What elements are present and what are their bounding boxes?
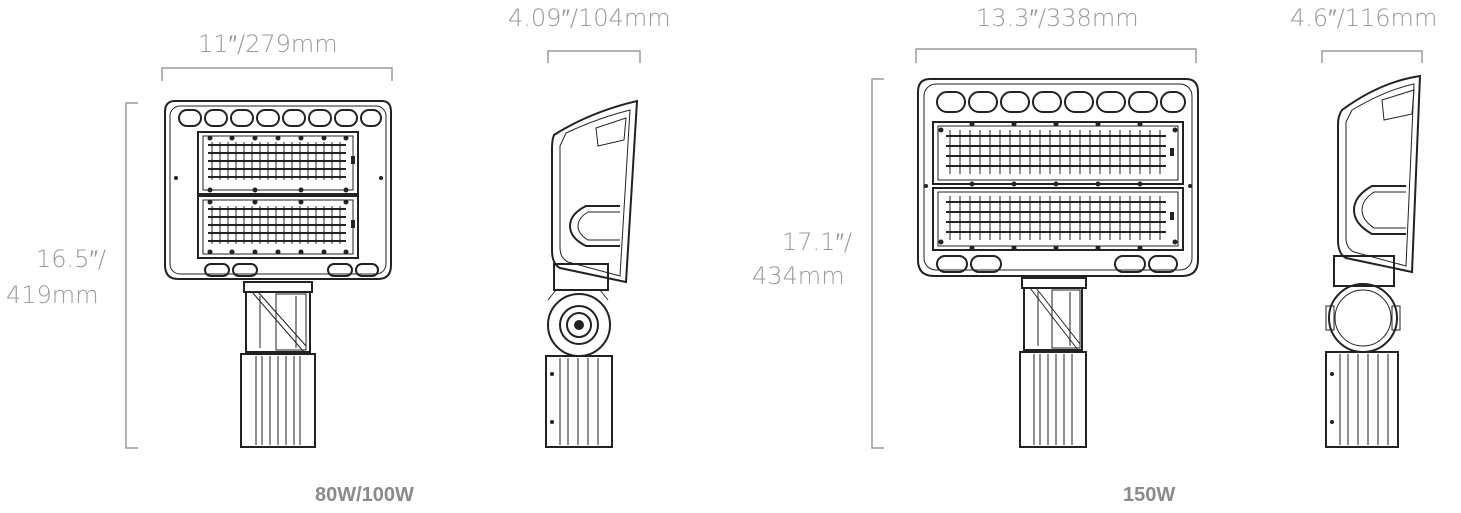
model2-label: 150W [1123,484,1176,506]
model1-width-dimension: 11″/279mm [198,30,338,58]
model2-front-view [917,78,1199,448]
model1-height-dimension-line1: 16.5″/ [36,245,107,273]
model2-width-bracket [915,48,1197,63]
model1-height-bracket [125,102,138,449]
model1-side-view [545,99,639,448]
model1-depth-bracket [547,50,641,63]
model2-width-dimension: 13.3″/338mm [976,4,1139,32]
model2-depth-bracket [1321,50,1423,63]
model2-height-bracket [871,78,884,449]
model1-width-bracket [161,67,393,81]
model1-height-dimension-line2: 419mm [6,281,99,309]
model2-height-dimension-line1: 17.1″/ [782,228,853,256]
model2-side-view [1325,74,1422,448]
model1-label: 80W/100W [315,484,414,506]
model2-height-dimension-line2: 434mm [752,262,845,290]
model1-front-view [164,100,392,448]
model1-depth-dimension: 4.09″/104mm [508,4,671,32]
model2-depth-dimension: 4.6″/116mm [1290,4,1438,32]
